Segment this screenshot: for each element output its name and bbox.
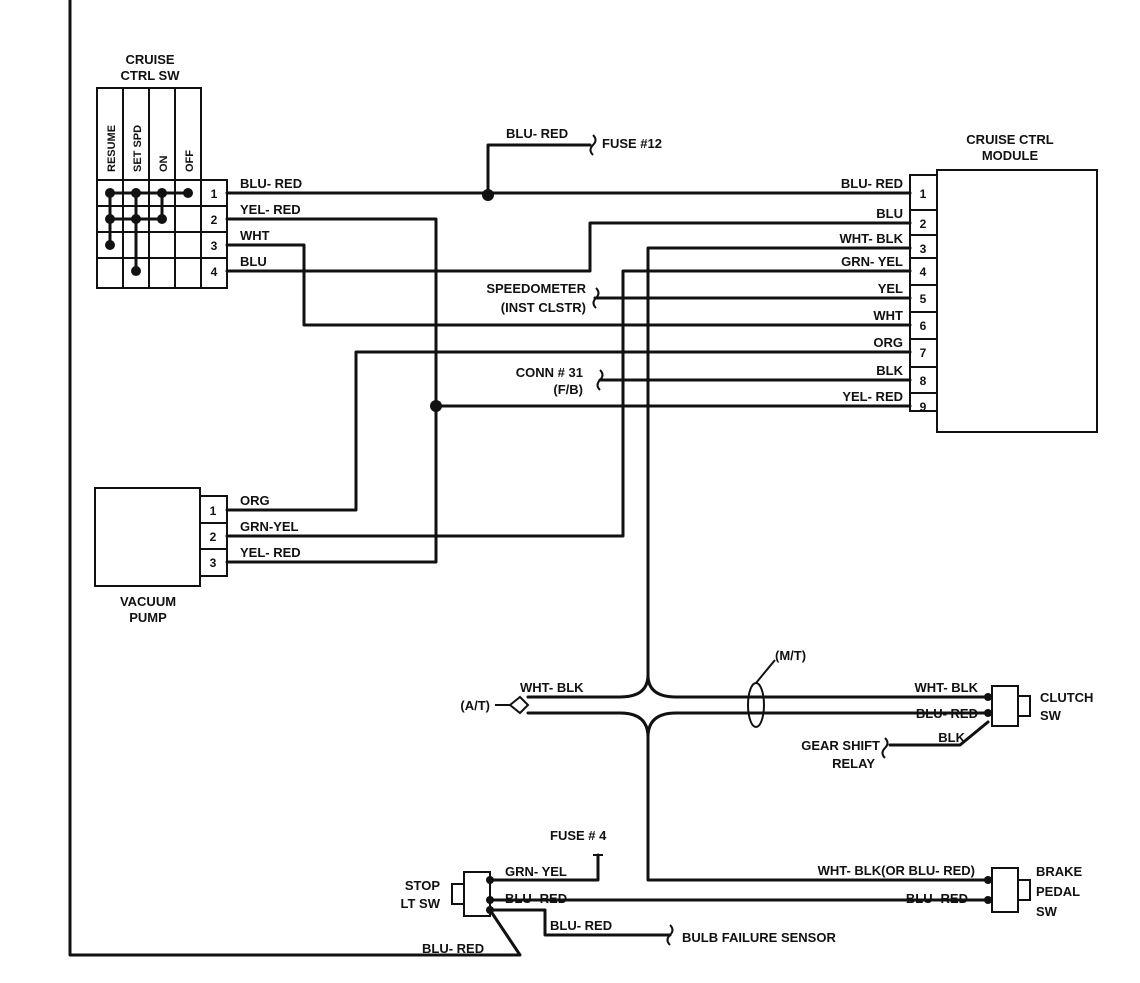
module-pin-4: 4 [920,265,927,279]
module-title-1: CRUISE CTRL [966,132,1053,147]
speedo-label-2: (INST CLSTR) [501,300,586,315]
brake-wire-1: WHT- BLK(OR BLU- RED) [818,863,975,878]
fuse12-label: FUSE #12 [602,136,662,151]
module-pin-5: 5 [920,292,927,306]
vacuum-pump-body [94,487,201,587]
col-set-spd: SET SPD [132,125,144,172]
bottom-blu-red-label: BLU- RED [422,941,484,956]
top-blu-red-label: BLU- RED [506,126,568,141]
stop-label-1: STOP [405,878,440,893]
brake-wire-2: BLU- RED [906,891,968,906]
module-wire-5: YEL [878,281,903,296]
vacuum-pin-3: 3 [210,556,217,570]
brake-label-2: PEDAL [1036,884,1080,899]
clutch-label-1: CLUTCH [1040,690,1093,705]
module-pin-7: 7 [920,346,927,360]
speedo-label-1: SPEEDOMETER [486,281,586,296]
module-wire-8: BLK [876,363,903,378]
cruise-sw-pin-1: 1 [211,187,218,201]
stop-wire-1: GRN- YEL [505,864,567,879]
conn31-label-2: (F/B) [553,382,583,397]
stop-wire-2: BLU- RED [505,891,567,906]
module-wire-2: BLU [876,206,903,221]
gear-wire-label: BLK [938,730,965,745]
sw-wire-2: YEL- RED [240,202,301,217]
cruise-control-switch: CRUISE CTRL SW RESUME SET SPD ON OFF 1 2… [96,52,228,289]
bulb-label: BULB FAILURE SENSOR [682,930,836,945]
mt-label: (M/T) [775,648,806,663]
vacuum-label-1: VACUUM [120,594,176,609]
col-resume: RESUME [106,125,118,172]
bottom-labels: WHT- BLK (A/T) (M/T) WHT- BLK BLU- RED B… [422,648,979,956]
sw-wire-4: BLU [240,254,267,269]
brake-pedal-switch: BRAKE PEDAL SW [984,864,1083,919]
vacuum-pump-pin-block [199,495,228,577]
left-return-wire [68,0,522,957]
sw-wire-1: BLU- RED [240,176,302,191]
gear-label-2: RELAY [832,756,875,771]
cruise-sw-pin-block [200,179,228,289]
gear-label-1: GEAR SHIFT [801,738,880,753]
stop-label-2: LT SW [401,896,441,911]
module-pin-3: 3 [920,242,927,256]
stop-wire-3: BLU- RED [550,918,612,933]
clutch-switch: CLUTCH SW [984,685,1093,727]
vacuum-pin-1: 1 [210,504,217,518]
module-wire-9: YEL- RED [842,389,903,404]
vac-wire-2: GRN-YEL [240,519,299,534]
vacuum-pin-2: 2 [210,530,217,544]
at-wire-label: WHT- BLK [520,680,584,695]
wire-labels: BLU- RED YEL- RED WHT BLU BLU- RED FUSE … [240,126,662,560]
col-off: OFF [184,150,196,172]
brake-label-3: SW [1036,904,1058,919]
cruise-control-module: CRUISE CTRL MODULE 1 BLU- RED 2 BLU 3 WHT- BL… [839,132,1098,433]
clutch-wire-1: WHT- BLK [914,680,978,695]
module-wire-6: WHT [873,308,903,323]
fuse4-label: FUSE # 4 [550,828,607,843]
clutch-wire-2: BLU- RED [916,706,978,721]
vac-wire-1: ORG [240,493,270,508]
module-wire-7: ORG [873,335,903,350]
module-pin-block [909,174,938,412]
vacuum-label-2: PUMP [129,610,167,625]
module-wire-4: GRN- YEL [841,254,903,269]
module-pin-8: 8 [920,374,927,388]
module-body [936,169,1098,433]
module-title-2: MODULE [982,148,1039,163]
module-pin-2: 2 [920,217,927,231]
vac-wire-3: YEL- RED [240,545,301,560]
module-pin-1: 1 [920,187,927,201]
module-wire-1: BLU- RED [841,176,903,191]
sw-wire-3: WHT [240,228,270,243]
module-pin-6: 6 [920,319,927,333]
col-on: ON [158,155,170,172]
cruise-sw-title-1: CRUISE [125,52,174,67]
conn31-label-1: CONN # 31 [516,365,583,380]
cruise-sw-title-2: CTRL SW [121,68,181,83]
module-wire-3: WHT- BLK [839,231,903,246]
brake-label-1: BRAKE [1036,864,1083,879]
cruise-sw-pin-3: 3 [211,239,218,253]
clutch-label-2: SW [1040,708,1062,723]
vacuum-pump: 1 2 3 VACUUM PUMP [94,487,228,625]
stop-light-switch: STOP LT SW [401,871,494,917]
module-pin-9: 9 [920,400,927,414]
wires [225,143,990,937]
cruise-sw-pin-2: 2 [211,213,218,227]
at-label: (A/T) [460,698,490,713]
cruise-sw-pin-4: 4 [211,265,218,279]
